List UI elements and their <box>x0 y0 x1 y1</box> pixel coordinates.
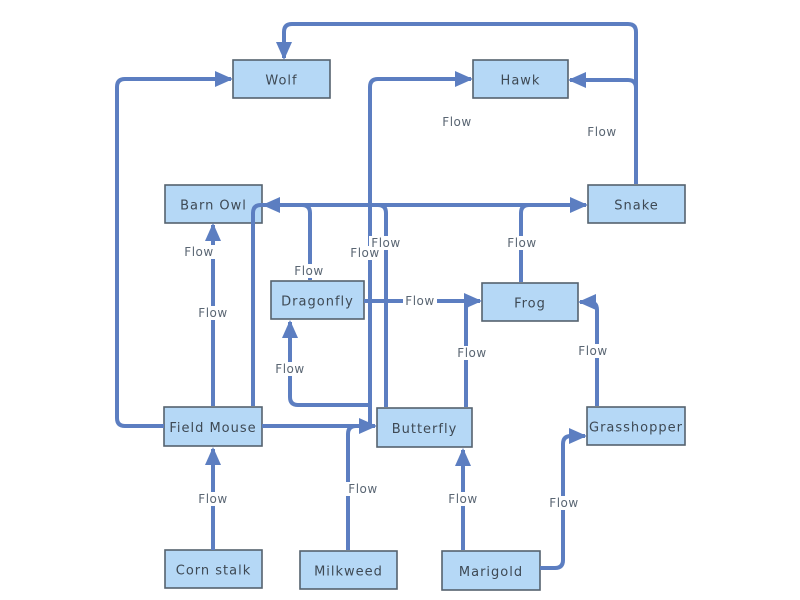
edge-label-butterfly-hawk: Flow <box>440 115 474 129</box>
svg-text:Flow: Flow <box>184 245 213 259</box>
node-butterfly-label: Butterfly <box>392 422 458 437</box>
edge-label-milkweed-butterfly: Flow <box>346 482 380 496</box>
svg-text:Flow: Flow <box>507 236 536 250</box>
svg-text:Flow: Flow <box>442 115 471 129</box>
svg-text:Flow: Flow <box>405 294 434 308</box>
node-butterfly[interactable]: Butterfly <box>376 407 473 448</box>
edge-label-snake-hawk: Flow <box>585 125 619 139</box>
node-field-mouse-box[interactable] <box>163 406 263 447</box>
node-dragonfly-box[interactable] <box>270 280 365 320</box>
node-barn-owl-label: Barn Owl <box>180 199 247 214</box>
svg-text:Flow: Flow <box>587 125 616 139</box>
node-dragonfly-label: Dragonfly <box>281 295 354 310</box>
edge-butterfly-to-barn-owl[interactable] <box>272 203 388 407</box>
svg-text:Flow: Flow <box>275 362 304 376</box>
node-frog-label: Frog <box>514 297 546 312</box>
node-grasshopper-box[interactable] <box>586 406 686 446</box>
edge-label-marigold-grasshopper: Flow <box>547 496 581 510</box>
node-wolf-label: Wolf <box>265 74 297 89</box>
edge-frog-to-snake[interactable] <box>519 203 576 282</box>
edge-label-frog-snake: Flow <box>505 236 539 250</box>
edge-label-dragonfly-barn-owl: Flow <box>292 264 326 278</box>
node-frog-box[interactable] <box>481 282 579 322</box>
edge-snake-to-wolf[interactable] <box>276 22 638 184</box>
edge-butterfly-to-dragonfly[interactable] <box>282 320 370 407</box>
node-milkweed[interactable]: Milkweed <box>299 550 398 590</box>
edge-label-marigold-butterfly: Flow <box>446 492 480 506</box>
svg-text:Flow: Flow <box>294 264 323 278</box>
edge-label-dragonfly-frog: Flow <box>403 294 437 308</box>
edge-label-corn-stalk-field-mouse: Flow <box>196 492 230 506</box>
node-corn-stalk-box[interactable] <box>164 549 263 589</box>
edge-butterfly-to-frog[interactable] <box>464 299 475 407</box>
edge-label-butterfly-barn-owl: Flow <box>369 236 403 250</box>
node-milkweed-label: Milkweed <box>314 565 383 580</box>
svg-text:Flow: Flow <box>371 236 400 250</box>
node-hawk-label: Hawk <box>501 74 541 89</box>
edge-snake-to-hawk[interactable] <box>568 72 638 184</box>
node-field-mouse[interactable]: Field Mouse <box>163 406 263 447</box>
svg-text:Flow: Flow <box>549 496 578 510</box>
node-grasshopper-label: Grasshopper <box>589 421 683 436</box>
svg-text:Flow: Flow <box>348 482 377 496</box>
node-barn-owl[interactable]: Barn Owl <box>164 184 263 224</box>
node-hawk-box[interactable] <box>472 59 569 99</box>
svg-text:Flow: Flow <box>457 346 486 360</box>
svg-text:Flow: Flow <box>448 492 477 506</box>
node-hawk[interactable]: Hawk <box>472 59 569 99</box>
node-butterfly-box[interactable] <box>376 407 473 448</box>
edge-label-butterfly-frog: Flow <box>455 346 489 360</box>
node-milkweed-box[interactable] <box>299 550 398 590</box>
node-dragonfly[interactable]: Dragonfly <box>270 280 365 320</box>
edge-butterfly-to-hawk[interactable] <box>368 71 473 424</box>
edge-label-grasshopper-frog: Flow <box>576 344 610 358</box>
node-frog[interactable]: Frog <box>481 282 579 322</box>
node-grasshopper[interactable]: Grasshopper <box>586 406 686 446</box>
edge-grasshopper-to-frog[interactable] <box>578 294 599 406</box>
node-snake-label: Snake <box>614 199 659 214</box>
node-wolf[interactable]: Wolf <box>232 59 331 99</box>
node-marigold[interactable]: Marigold <box>441 550 541 591</box>
node-corn-stalk-label: Corn stalk <box>176 564 252 579</box>
node-field-mouse-label: Field Mouse <box>169 421 256 436</box>
node-corn-stalk[interactable]: Corn stalk <box>164 549 263 589</box>
node-marigold-box[interactable] <box>441 550 541 591</box>
node-marigold-label: Marigold <box>459 565 523 580</box>
node-snake[interactable]: Snake <box>587 184 686 224</box>
svg-text:Flow: Flow <box>578 344 607 358</box>
edge-label-field-mouse-barn-owl: Flow <box>196 306 230 320</box>
node-wolf-box[interactable] <box>232 59 331 99</box>
edge-milkweed-to-butterfly[interactable] <box>346 424 366 550</box>
edge-label-field-mouse-wolf: Flow <box>182 245 216 259</box>
svg-text:Flow: Flow <box>198 306 227 320</box>
node-snake-box[interactable] <box>587 184 686 224</box>
edge-field-mouse-to-snake[interactable] <box>251 197 588 406</box>
edge-field-mouse-to-wolf[interactable] <box>115 71 233 428</box>
edge-label-butterfly-dragonfly: Flow <box>273 362 307 376</box>
svg-text:Flow: Flow <box>198 492 227 506</box>
